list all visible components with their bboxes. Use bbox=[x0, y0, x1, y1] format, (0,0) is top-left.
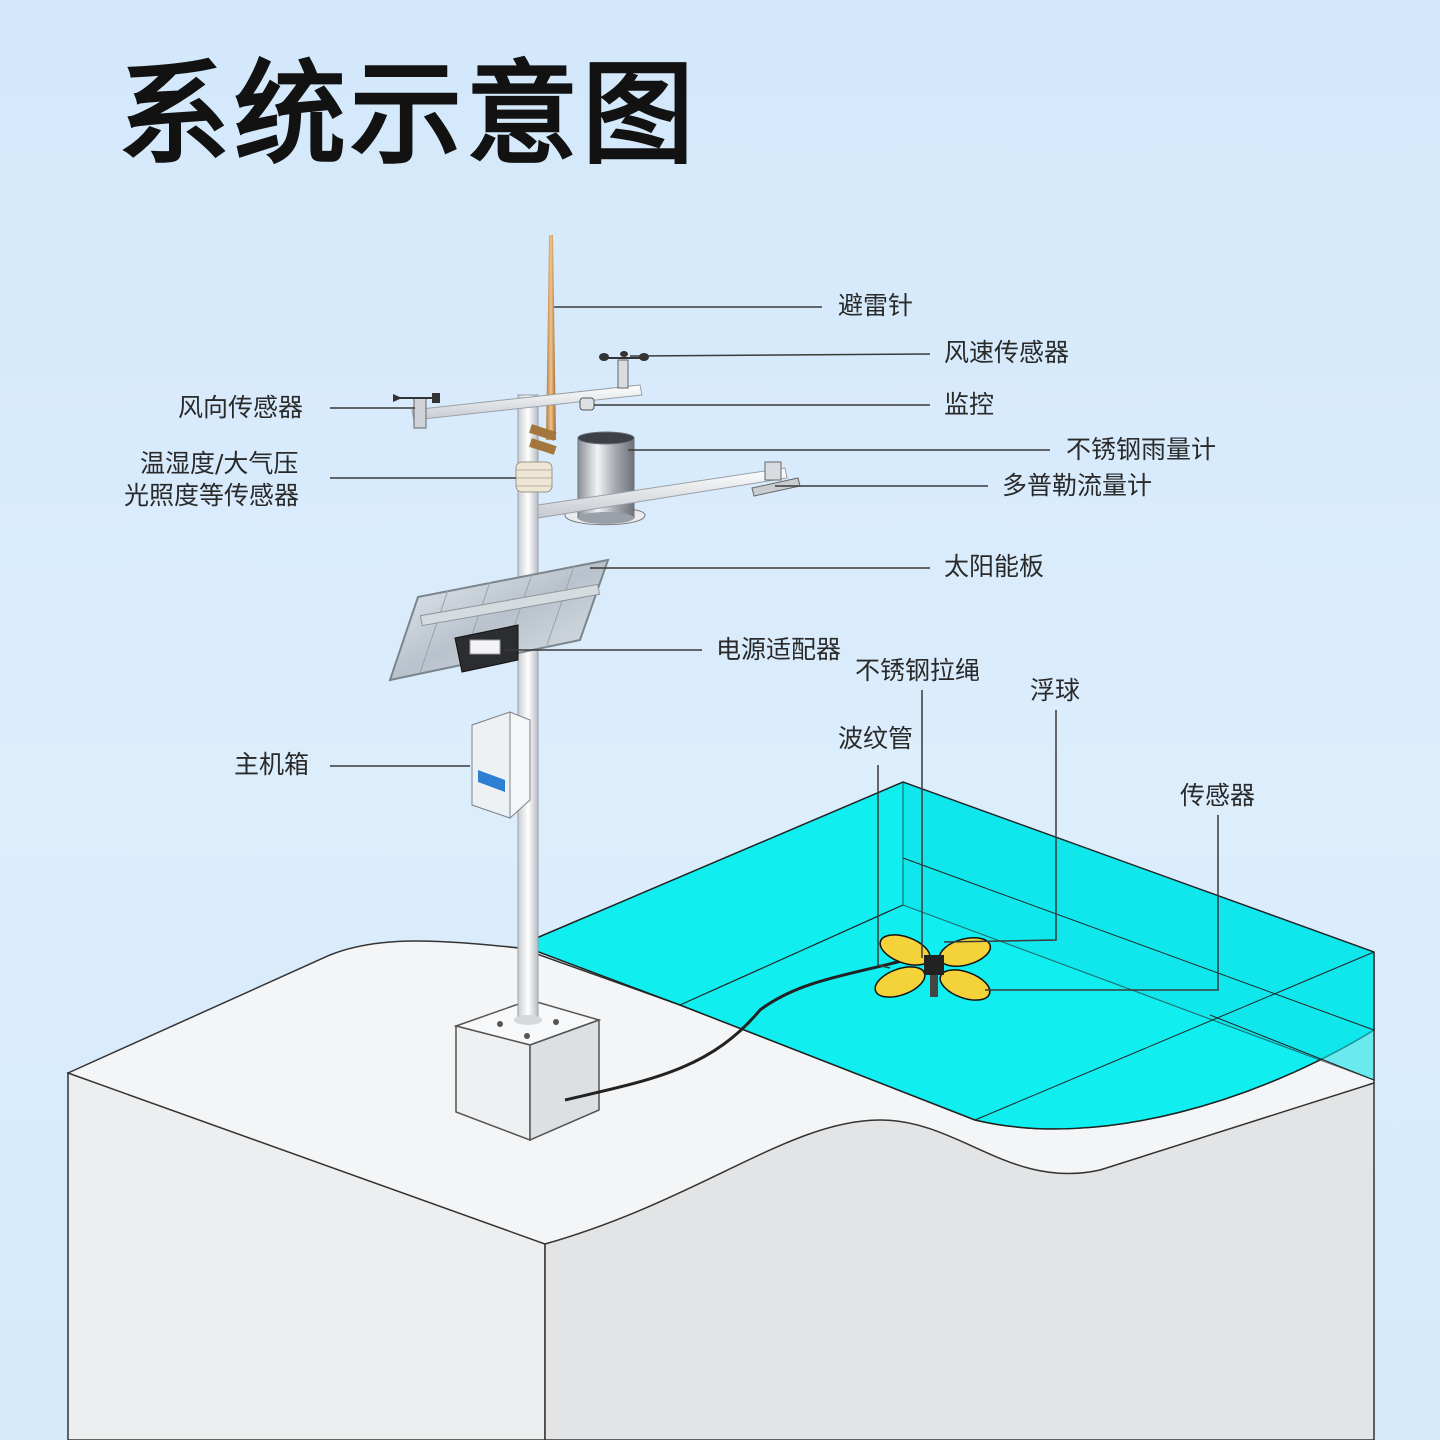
label-camera: 监控 bbox=[944, 390, 995, 419]
leader-lines bbox=[330, 306, 1219, 991]
label-corrugated-pipe: 波纹管 bbox=[838, 724, 914, 753]
camera bbox=[579, 397, 595, 411]
power-adapter bbox=[454, 624, 519, 673]
rod-brackets bbox=[529, 424, 557, 455]
float-ball bbox=[874, 934, 992, 1001]
label-sensor: 传感器 bbox=[1180, 781, 1256, 810]
multi-sensor-shield bbox=[515, 461, 553, 493]
label-float-ball: 浮球 bbox=[1030, 676, 1081, 705]
ground-side bbox=[544, 1081, 1375, 1440]
wind-speed-sensor bbox=[599, 351, 649, 389]
wind-direction-sensor bbox=[393, 393, 440, 429]
main-box bbox=[471, 711, 531, 819]
lower-crossbar bbox=[537, 467, 788, 519]
label-rain-gauge: 不锈钢雨量计 bbox=[1066, 435, 1217, 464]
pole-foundation bbox=[453, 999, 602, 1142]
doppler-flowmeter bbox=[751, 461, 801, 497]
lightning-rod bbox=[546, 235, 556, 440]
page-title: 系统示意图 bbox=[118, 50, 698, 180]
label-multi-sensor-line1: 温湿度/大气压 bbox=[140, 449, 299, 478]
label-solar-panel: 太阳能板 bbox=[944, 552, 1045, 581]
label-wind-speed-sensor: 风速传感器 bbox=[944, 338, 1070, 367]
ground-block bbox=[66, 940, 1375, 1440]
cable bbox=[564, 958, 906, 1102]
solar-panel bbox=[388, 558, 610, 682]
label-main-box: 主机箱 bbox=[234, 750, 310, 779]
ground-front bbox=[67, 1071, 546, 1440]
label-lightning-rod: 避雷针 bbox=[838, 291, 914, 320]
label-power-adapter: 电源适配器 bbox=[716, 635, 842, 664]
label-steel-rope: 不锈钢拉绳 bbox=[855, 656, 981, 685]
label-doppler-flowmeter: 多普勒流量计 bbox=[1002, 471, 1153, 500]
label-wind-direction-sensor: 风向传感器 bbox=[178, 393, 304, 422]
upper-crossbar bbox=[411, 384, 643, 421]
label-multi-sensor-line2: 光照度等传感器 bbox=[124, 481, 300, 510]
